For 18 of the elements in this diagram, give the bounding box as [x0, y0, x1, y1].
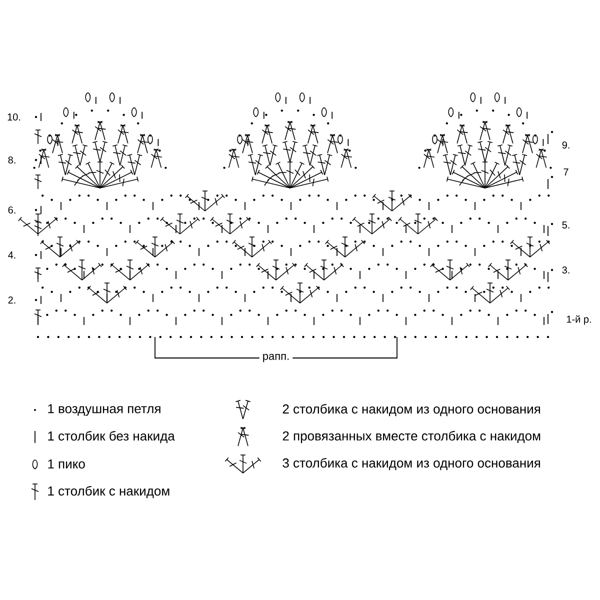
row-number: 6.: [8, 206, 16, 214]
row-number: 7: [564, 168, 568, 176]
row-number: 10.: [8, 113, 20, 121]
row-number: 1-й р.: [566, 315, 591, 325]
legend-text: 3 столбика с накидом из одного основания: [282, 458, 540, 470]
legend-text: 1 пико: [48, 459, 85, 469]
row-number: 2.: [8, 296, 16, 304]
legend-text: 1 столбик без накида: [48, 430, 175, 444]
row-number: 8.: [8, 156, 16, 164]
legend-text: 2 столбика с накидом из одного основания: [282, 404, 540, 416]
legend-text: 1 столбик с накидом: [48, 486, 170, 498]
row-number: 9.: [562, 141, 570, 149]
legend-text: 1 воздушная петля: [48, 404, 160, 416]
legend-text: 2 провязанных вместе столбика с накидом: [282, 430, 540, 444]
repeat-label: рапп.: [259, 350, 293, 366]
row-number: 4.: [8, 252, 16, 258]
row-number: 3.: [562, 266, 570, 274]
row-number: 5.: [562, 222, 570, 228]
